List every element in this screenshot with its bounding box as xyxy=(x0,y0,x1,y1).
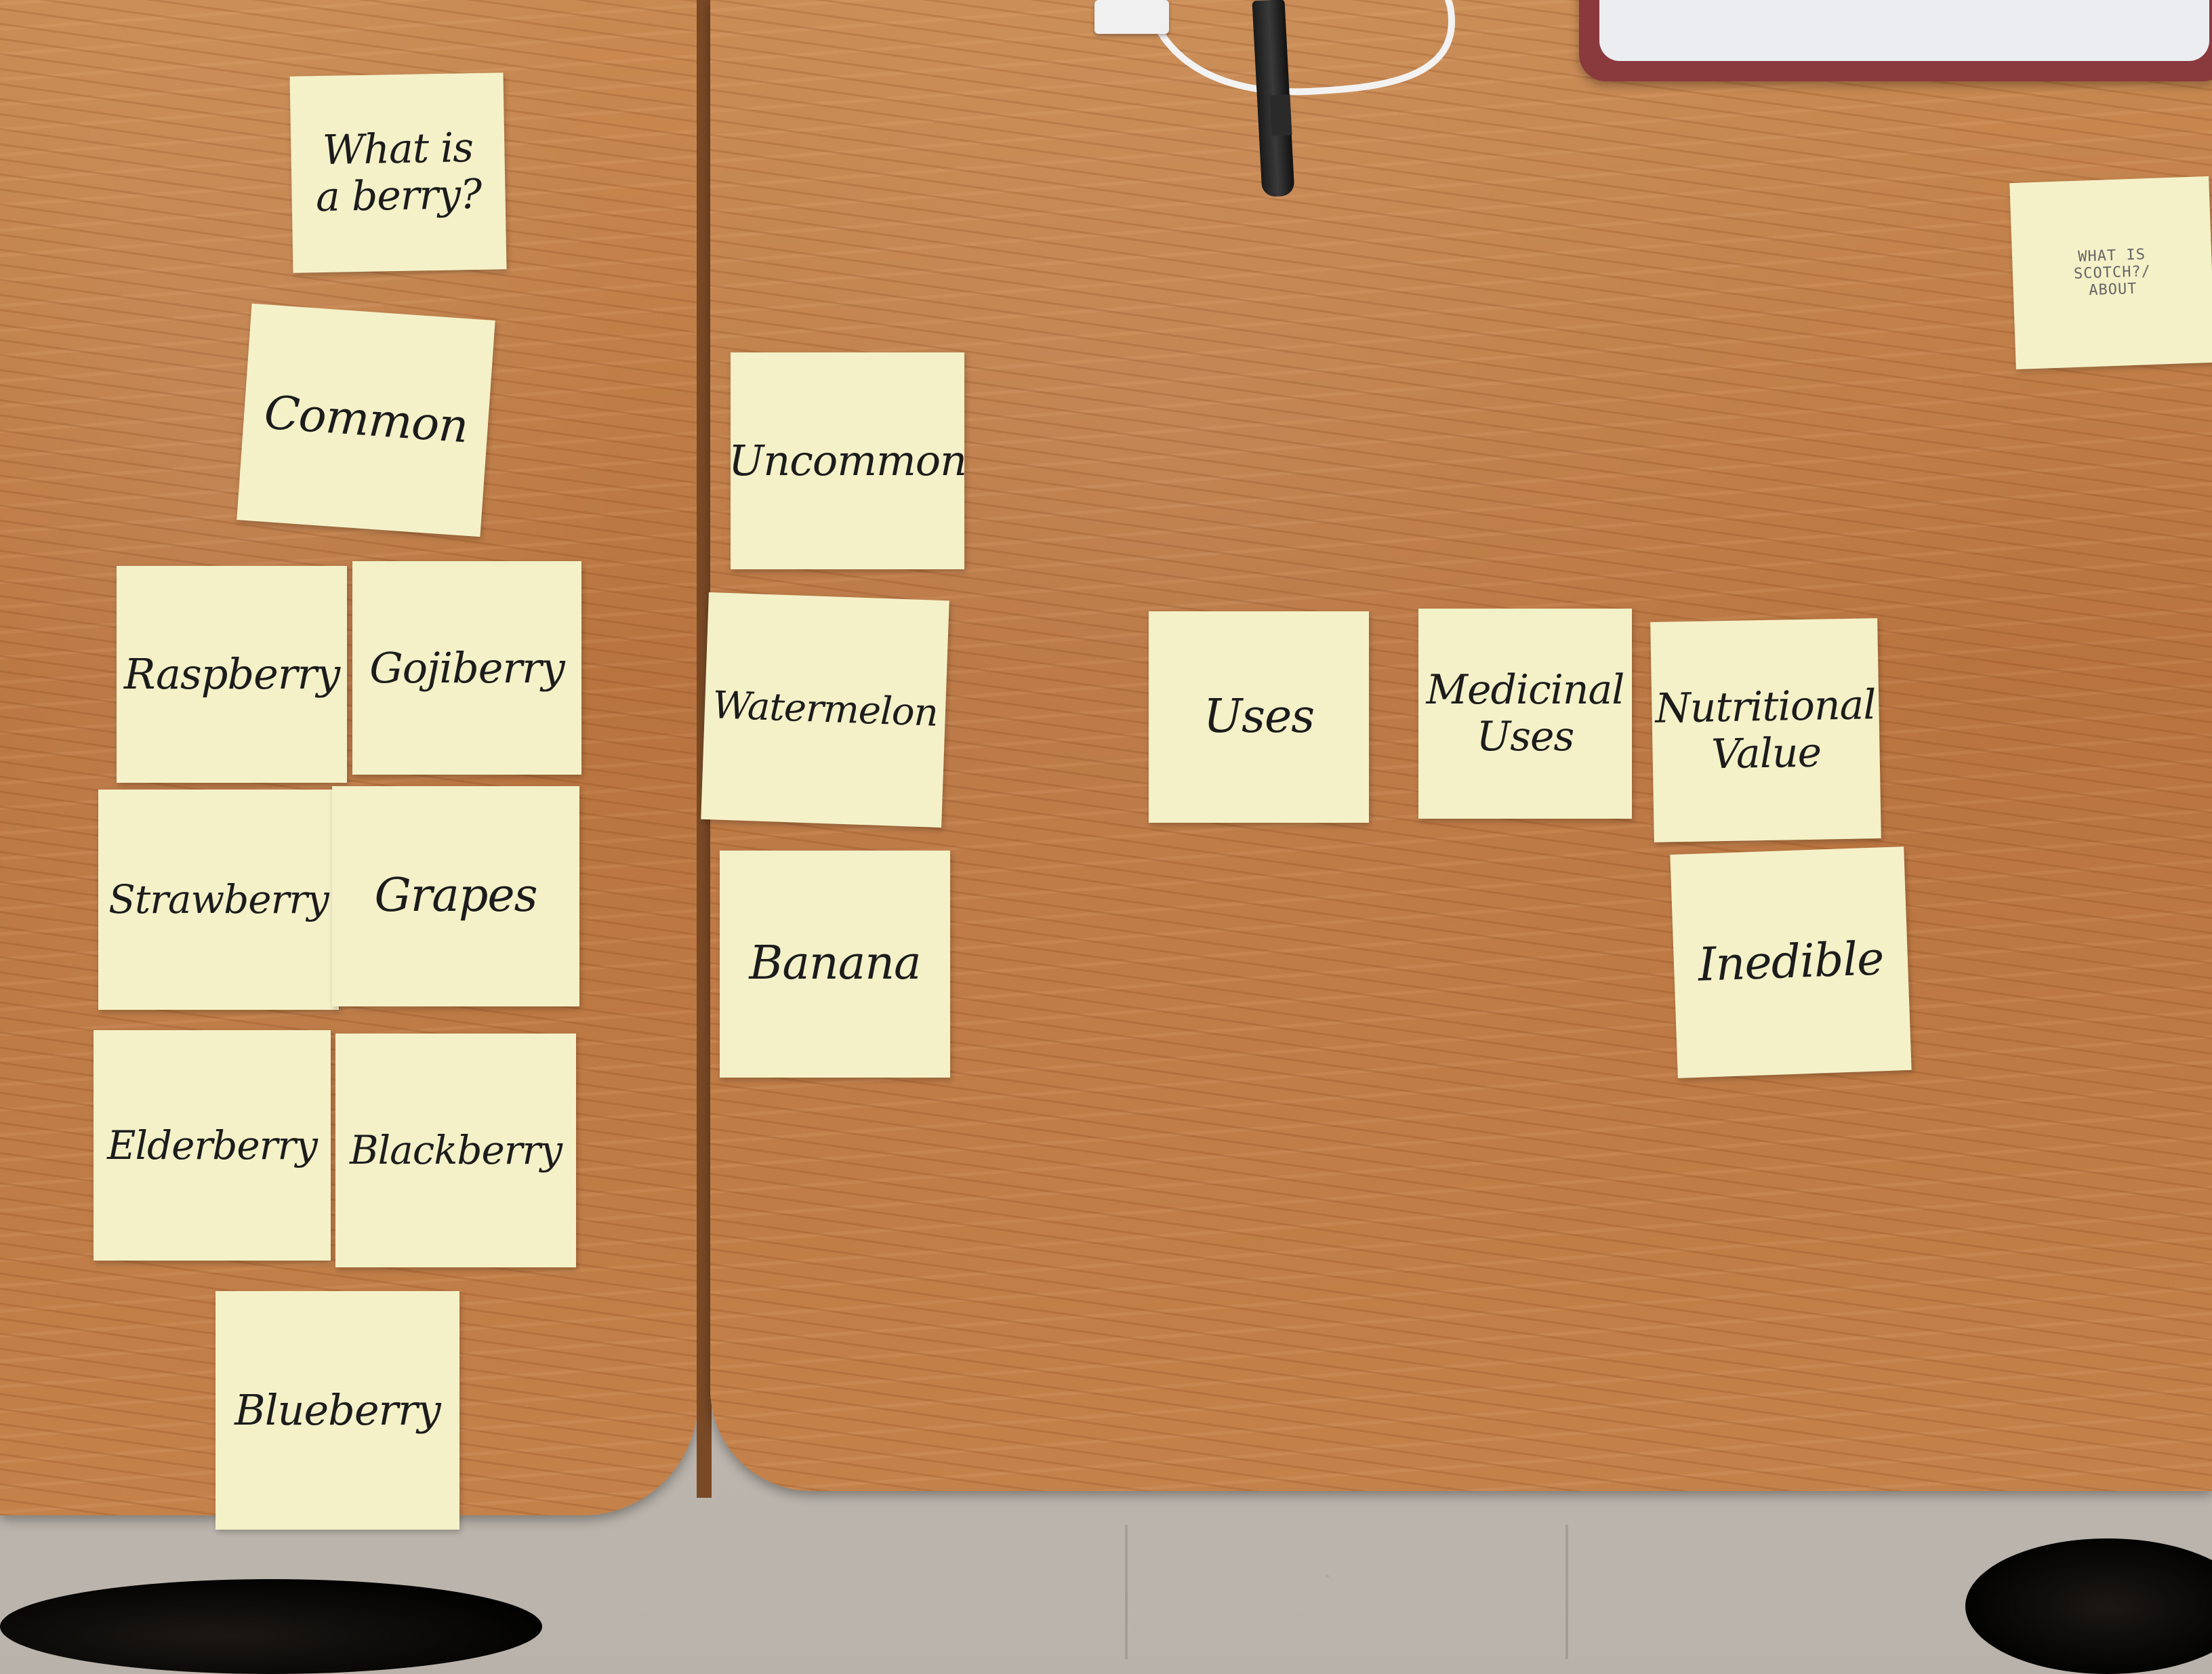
laptop-screen xyxy=(1599,0,2209,61)
shoe xyxy=(0,1579,542,1674)
note-what-is-scotch[interactable]: WHAT IS SCOTCH?/ ABOUT xyxy=(2009,176,2212,370)
note-raspberry[interactable]: Raspberry xyxy=(117,566,347,783)
floor-tile-seam xyxy=(1565,1525,1568,1659)
note-strawberry[interactable]: Strawberry xyxy=(98,790,339,1010)
usb-adapter xyxy=(1094,0,1169,34)
note-uncommon[interactable]: Uncommon xyxy=(729,352,967,569)
note-common[interactable]: Common xyxy=(237,303,495,537)
note-elderberry[interactable]: Elderberry xyxy=(94,1030,331,1261)
note-what-is-a-berry[interactable]: What is a berry? xyxy=(289,73,507,273)
note-watermelon[interactable]: Watermelon xyxy=(701,592,949,828)
note-uses[interactable]: Uses xyxy=(1149,611,1369,823)
note-blueberry[interactable]: Blueberry xyxy=(216,1291,459,1530)
note-banana[interactable]: Banana xyxy=(720,851,950,1078)
note-gojiberry[interactable]: Gojiberry xyxy=(352,561,581,775)
shoe xyxy=(1965,1538,2212,1674)
marker-clip xyxy=(1269,94,1292,136)
usb-cable xyxy=(1143,0,1455,96)
note-medicinal-uses[interactable]: Medicinal Uses xyxy=(1418,609,1632,819)
note-grapes[interactable]: Grapes xyxy=(332,786,579,1006)
note-blackberry[interactable]: Blackberry xyxy=(335,1034,576,1267)
floor-tile-seam xyxy=(1125,1525,1128,1659)
note-inedible[interactable]: Inedible xyxy=(1670,846,1912,1078)
note-nutritional-value[interactable]: Nutritional Value xyxy=(1650,618,1881,842)
